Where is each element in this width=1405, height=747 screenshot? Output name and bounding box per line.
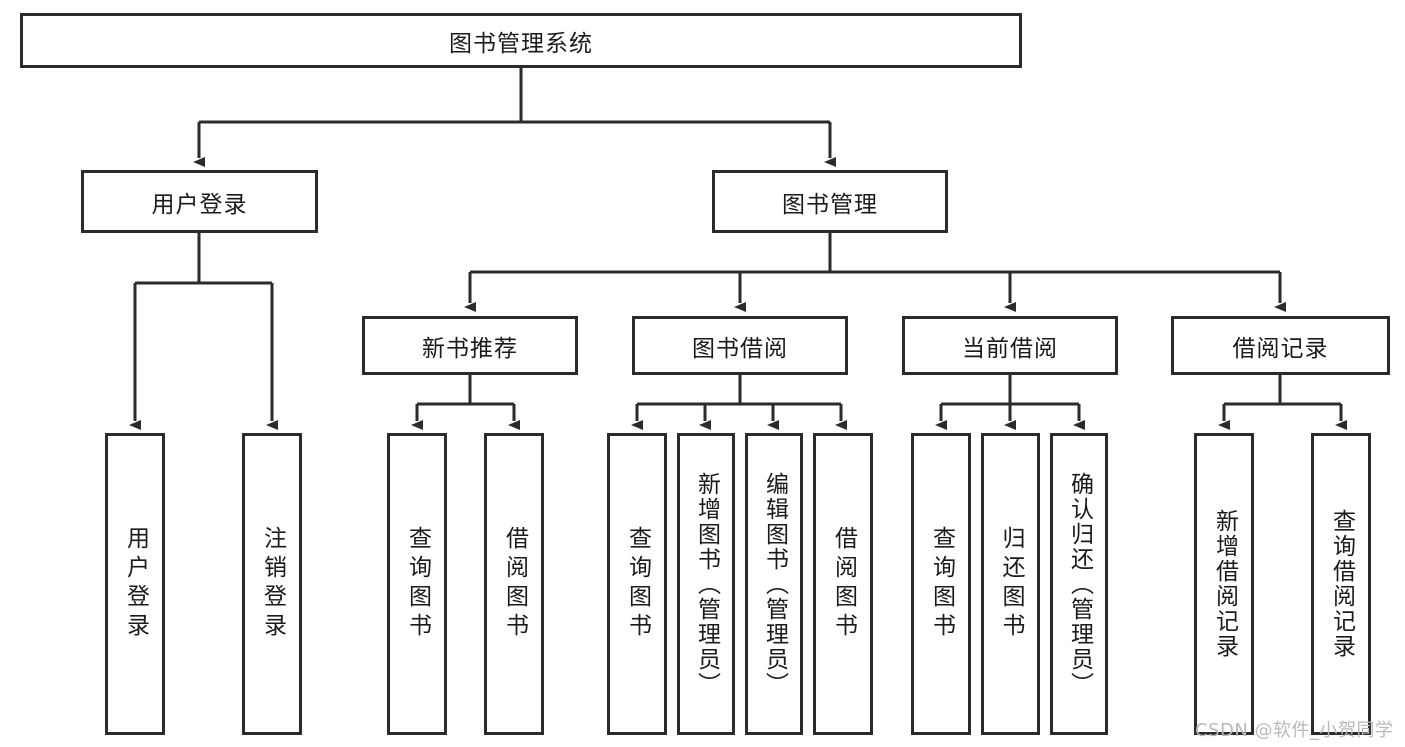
leaf-return-book[interactable]: 归还图书 bbox=[981, 433, 1040, 735]
leaf-return-book-label: 归还图书 bbox=[998, 526, 1024, 642]
leaf-new-book-query-label: 查询图书 bbox=[404, 526, 431, 642]
node-current-borrow-label: 当前借阅 bbox=[962, 335, 1058, 362]
leaf-logout-label: 注销登录 bbox=[259, 526, 286, 642]
node-book-management[interactable]: 图书管理 bbox=[712, 170, 948, 233]
leaf-current-query-book[interactable]: 查询图书 bbox=[911, 433, 971, 735]
leaf-borrow-book-label: 借阅图书 bbox=[830, 526, 857, 642]
node-book-borrow-label: 图书借阅 bbox=[692, 335, 788, 362]
leaf-edit-book-admin[interactable]: 编辑图书（管理员） bbox=[745, 433, 803, 735]
leaf-query-borrow-record[interactable]: 查询借阅记录 bbox=[1311, 433, 1371, 735]
node-borrow-record-label: 借阅记录 bbox=[1232, 335, 1329, 362]
leaf-new-book-query[interactable]: 查询图书 bbox=[387, 433, 447, 735]
node-borrow-record[interactable]: 借阅记录 bbox=[1171, 316, 1390, 375]
leaf-query-borrow-record-label: 查询借阅记录 bbox=[1328, 509, 1355, 659]
node-book-management-label: 图书管理 bbox=[782, 191, 878, 218]
node-user-login[interactable]: 用户登录 bbox=[81, 170, 318, 233]
leaf-add-borrow-record-label: 新增借阅记录 bbox=[1211, 509, 1238, 659]
leaf-new-book-borrow-label: 借阅图书 bbox=[501, 526, 528, 642]
node-current-borrow[interactable]: 当前借阅 bbox=[902, 316, 1118, 375]
node-new-book-recommend-label: 新书推荐 bbox=[422, 335, 518, 362]
leaf-confirm-return-admin-label: 确认归还（管理员） bbox=[1066, 471, 1093, 697]
leaf-edit-book-admin-label: 编辑图书（管理员） bbox=[761, 471, 788, 697]
leaf-logout[interactable]: 注销登录 bbox=[242, 433, 302, 735]
leaf-current-query-book-label: 查询图书 bbox=[928, 526, 955, 642]
leaf-confirm-return-admin[interactable]: 确认归还（管理员） bbox=[1050, 433, 1108, 735]
node-new-book-recommend[interactable]: 新书推荐 bbox=[362, 316, 578, 375]
node-root[interactable]: 图书管理系统 bbox=[20, 13, 1022, 68]
leaf-user-login[interactable]: 用户登录 bbox=[105, 433, 165, 735]
leaf-borrow-query-book[interactable]: 查询图书 bbox=[607, 433, 667, 735]
leaf-add-book-admin-label: 新增图书（管理员） bbox=[693, 471, 720, 697]
leaf-user-login-label: 用户登录 bbox=[122, 526, 149, 642]
leaf-add-book-admin[interactable]: 新增图书（管理员） bbox=[677, 433, 735, 735]
leaf-new-book-borrow[interactable]: 借阅图书 bbox=[484, 433, 544, 735]
leaf-add-borrow-record[interactable]: 新增借阅记录 bbox=[1194, 433, 1254, 735]
leaf-borrow-book[interactable]: 借阅图书 bbox=[813, 433, 873, 735]
node-book-borrow[interactable]: 图书借阅 bbox=[632, 316, 848, 375]
csdn-watermark: CSDN @软件_小贺同学 bbox=[1195, 720, 1394, 741]
node-root-label: 图书管理系统 bbox=[449, 30, 593, 57]
leaf-borrow-query-book-label: 查询图书 bbox=[624, 526, 651, 642]
node-user-login-label: 用户登录 bbox=[151, 191, 248, 218]
